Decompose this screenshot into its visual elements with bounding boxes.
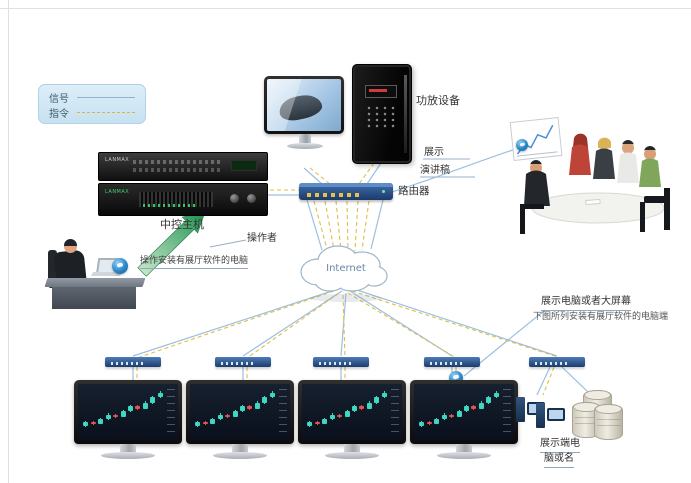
chart-screen: [414, 384, 514, 440]
rack-brand-label-green: LANMAX: [105, 189, 130, 195]
operator-head: [64, 239, 77, 253]
terminal-pc-monitor-2: [547, 408, 565, 421]
display-monitor-1: [74, 380, 182, 459]
rack-vents: [139, 192, 213, 207]
monitor-stand-neck: [120, 444, 136, 453]
display-monitor-4: [410, 380, 518, 459]
desktop-monitor-frame: [264, 76, 344, 134]
terminal-label-line1: 展示端电: [540, 438, 580, 453]
monitor-stand-base: [437, 452, 491, 459]
main-router: [299, 183, 393, 200]
switch-1: [105, 357, 161, 367]
monitor-stand-neck: [344, 444, 360, 453]
monitor-stand-base: [325, 452, 379, 459]
operator-title-label: 操作者: [247, 233, 277, 244]
rack-buttons-row2: [133, 168, 223, 172]
desktop-stand-base: [287, 143, 323, 149]
monitor-stand-base: [213, 452, 267, 459]
chart-axis-ticks: [167, 389, 175, 434]
router-top-face: [299, 183, 393, 187]
amplifier-keypad: [365, 105, 395, 129]
amp-device-label: 功放设备: [416, 94, 460, 107]
operator-desk-top: [44, 278, 146, 287]
monitor-stand-neck: [456, 444, 472, 453]
rack-green-leds: [143, 204, 195, 207]
monitor-stand-neck: [232, 444, 248, 453]
frame-left-line: [8, 0, 9, 483]
terminal-label-line2: 脑或名: [544, 453, 574, 468]
chart-screen: [190, 384, 290, 440]
display-side-title: 展示电脑或者大屏幕: [541, 296, 631, 311]
switch-5: [529, 357, 585, 367]
command-line-sample: [77, 112, 135, 113]
chart-screen: [78, 384, 178, 440]
chart-axis-ticks: [279, 389, 287, 434]
terminal-pc-tower-2: [536, 403, 545, 428]
amplifier-led: [369, 89, 387, 92]
operator-chair: [48, 250, 57, 288]
router-label: 路由器: [398, 185, 430, 197]
chart-screen: [302, 384, 402, 440]
legend-command-label: 指令: [49, 109, 69, 120]
rack-unit-bottom: LANMAX: [98, 183, 268, 216]
rack-knob: [230, 194, 239, 203]
candlestick-chart: [306, 388, 388, 434]
meeting-scene: [509, 117, 670, 234]
amplifier-hinge: [404, 75, 407, 153]
candlestick-chart: [418, 388, 500, 434]
switch-4: [424, 357, 480, 367]
control-host-label: 中控主机: [160, 218, 204, 231]
rack-brand-label: LANMAX: [105, 157, 130, 163]
terminal-pc-tower-1: [516, 397, 525, 422]
rack-display: [231, 160, 257, 171]
candlestick-chart: [194, 388, 276, 434]
internet-label: Internet: [326, 263, 366, 274]
meeting-badge: [516, 139, 528, 151]
desktop-stand-neck: [299, 134, 311, 143]
router-status-led: [382, 190, 385, 193]
chart-axis-ticks: [503, 389, 511, 434]
legend-row-signal: 信号: [49, 90, 135, 105]
speech-label: 演讲稿: [420, 165, 450, 176]
display-monitor-2: [186, 380, 294, 459]
legend-row-command: 指令: [49, 105, 135, 120]
display-monitor-3: [298, 380, 406, 459]
signal-line-sample: [77, 97, 135, 98]
candlestick-chart: [82, 388, 164, 434]
desktop-screen: [267, 79, 341, 131]
database-cylinder-right: [594, 404, 623, 440]
legend: 信号 指令: [38, 84, 146, 124]
frame-top-line: [0, 8, 691, 9]
operator-desc-label: 操作安装有展厅软件的电脑: [140, 256, 249, 270]
monitor-stand-base: [101, 452, 155, 459]
legend-signal-label: 信号: [49, 94, 69, 105]
operator-badge: [112, 258, 128, 274]
switch-2: [215, 357, 271, 367]
desktop-computer: [264, 76, 346, 149]
amplifier-device: [352, 64, 412, 164]
router-ports: [307, 193, 359, 197]
display-label: 展示: [424, 147, 444, 158]
rack-knob: [247, 194, 256, 203]
display-side-desc: 下图所列安装有展厅软件的电脑端: [533, 312, 669, 322]
switch-3: [313, 357, 369, 367]
rack-unit-top: LANMAX: [98, 152, 268, 181]
operator-desk-front: [52, 287, 136, 309]
rack-buttons-row: [133, 160, 223, 164]
chart-axis-ticks: [391, 389, 399, 434]
